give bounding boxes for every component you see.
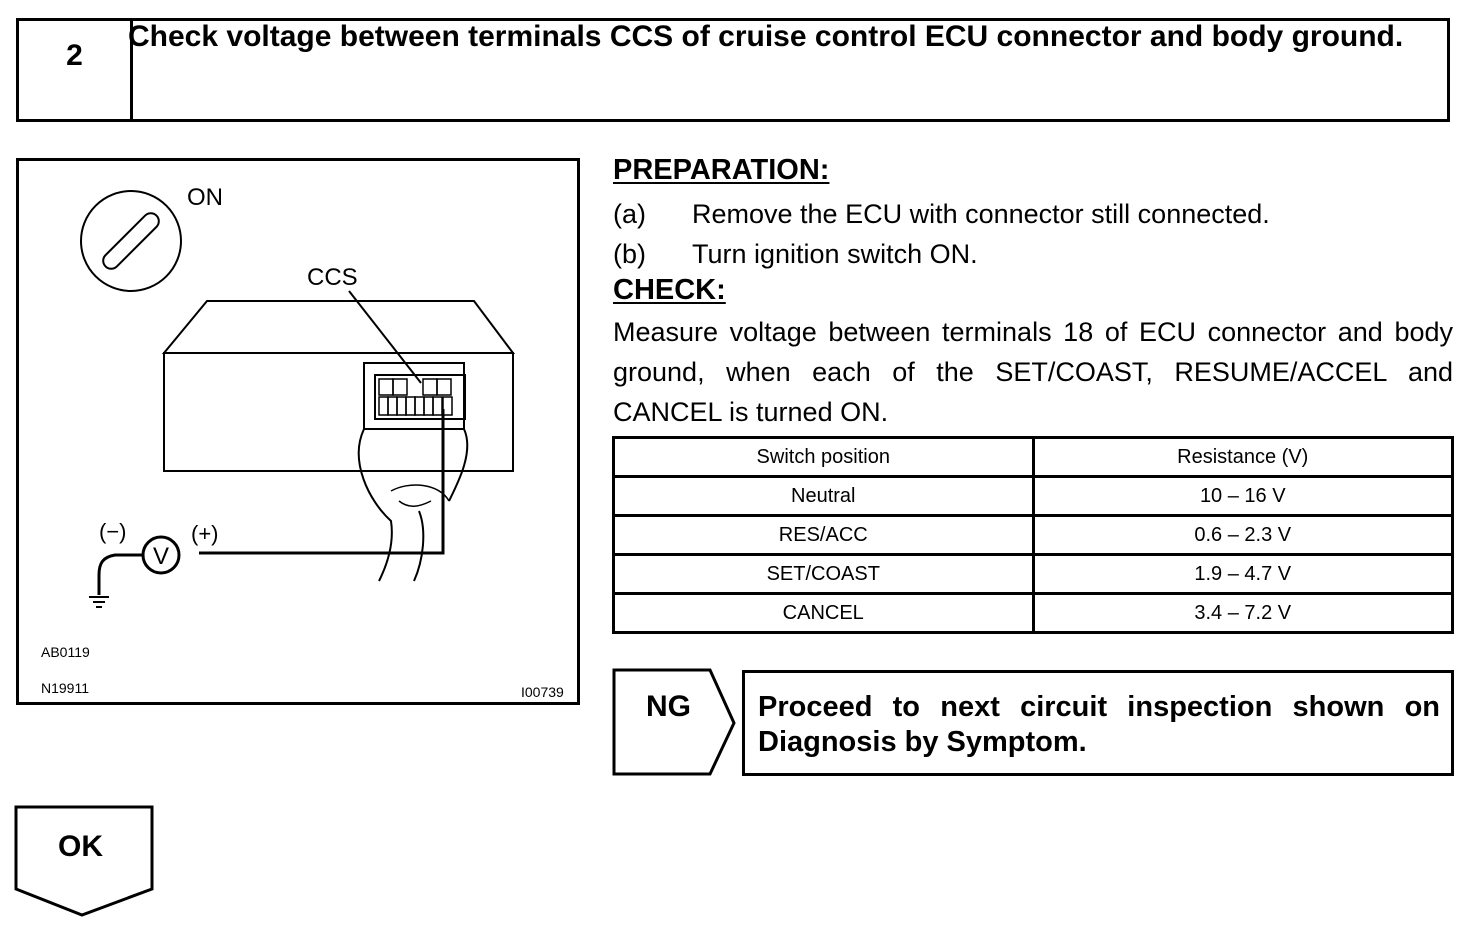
table-header-cell: Resistance (V) xyxy=(1031,436,1454,478)
prep-step-b-tag: (b) xyxy=(613,239,646,269)
wiring-figure: ON CCS xyxy=(16,158,580,705)
minus-label: (−) xyxy=(99,519,127,544)
ng-result-box xyxy=(742,670,1454,776)
step-number: 2 xyxy=(19,21,133,119)
ok-label: OK xyxy=(58,830,103,863)
table-cell: 0.6 – 2.3 V xyxy=(1031,514,1454,556)
figure-code-1: AB0119 xyxy=(41,644,90,660)
table-cell: 1.9 – 4.7 V xyxy=(1031,553,1454,595)
table-header-cell: Switch position xyxy=(612,436,1035,478)
table-cell: SET/COAST xyxy=(612,553,1035,595)
prep-step-a-tag: (a) xyxy=(613,199,646,229)
prep-step-a-text: Remove the ECU with connector still conn… xyxy=(692,199,1270,229)
ccs-leader-line xyxy=(348,290,422,384)
ccs-label: CCS xyxy=(307,264,358,291)
check-text: Measure voltage between terminals 18 of … xyxy=(613,317,1453,427)
step-title: Check voltage between terminals CCS of c… xyxy=(128,20,1404,53)
table-cell: CANCEL xyxy=(612,592,1035,634)
plus-label: (+) xyxy=(191,521,219,546)
preparation-heading: PREPARATION: xyxy=(613,154,830,186)
table-cell: 10 – 16 V xyxy=(1031,475,1454,517)
ecu-connector-icon xyxy=(161,300,515,582)
figure-code-3: I00739 xyxy=(521,684,564,700)
figure-code-2: N19911 xyxy=(41,680,89,696)
ground-icon xyxy=(89,553,143,608)
check-heading: CHECK: xyxy=(613,274,726,306)
probe-wire xyxy=(199,409,445,555)
ignition-on-label: ON xyxy=(187,184,223,211)
ng-result-text: Proceed to next circuit inspection shown… xyxy=(758,691,1440,758)
table-cell: RES/ACC xyxy=(612,514,1035,556)
table-row: Neutral 10 – 16 V xyxy=(612,475,1454,517)
ng-label: NG xyxy=(646,690,691,723)
figure-drawing: ON CCS xyxy=(41,184,564,700)
step-header: 2 xyxy=(16,18,1450,122)
table-header-row: Switch position Resistance (V) xyxy=(612,436,1454,478)
ignition-switch-icon xyxy=(80,190,182,292)
table-row: CANCEL 3.4 – 7.2 V xyxy=(612,592,1454,634)
spec-table: Switch position Resistance (V) Neutral 1… xyxy=(612,436,1454,634)
prep-step-b-text: Turn ignition switch ON. xyxy=(692,239,978,269)
voltmeter-label: V xyxy=(153,543,169,570)
table-row: SET/COAST 1.9 – 4.7 V xyxy=(612,553,1454,595)
ng-arrow-icon xyxy=(612,668,736,776)
ok-arrow-icon xyxy=(14,805,154,917)
table-cell: Neutral xyxy=(612,475,1035,517)
table-row: RES/ACC 0.6 – 2.3 V xyxy=(612,514,1454,556)
table-cell: 3.4 – 7.2 V xyxy=(1031,592,1454,634)
